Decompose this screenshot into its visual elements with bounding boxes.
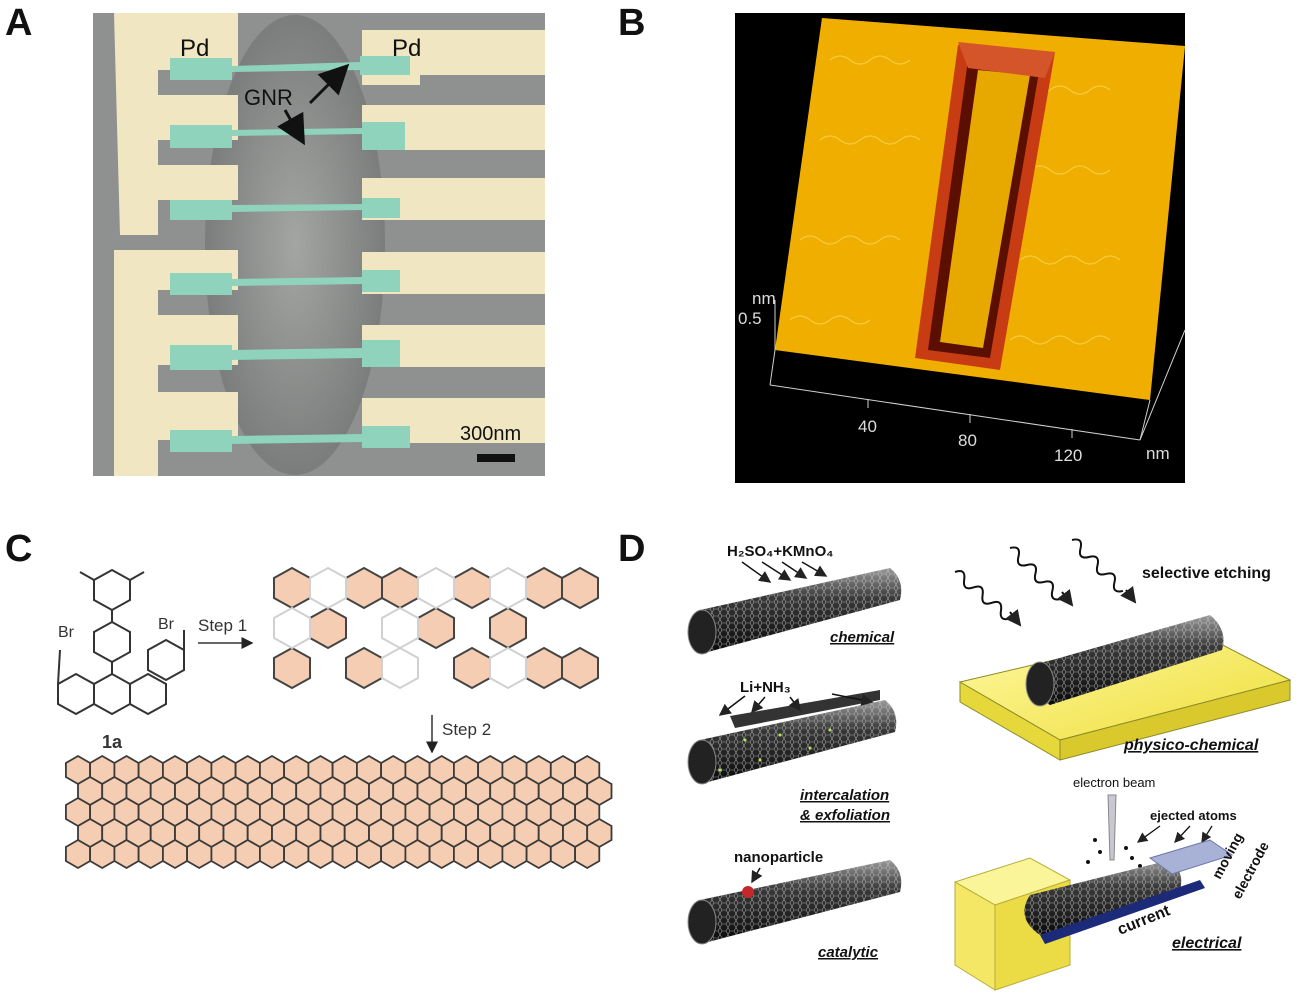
gnr-hexagon: [355, 838, 383, 870]
gnr-hexagon: [452, 838, 480, 870]
pd-label-right: Pd: [392, 35, 421, 62]
gnr-hexagon: [283, 838, 310, 870]
afm-x-tick-80: 80: [958, 431, 977, 450]
gnr-hexagon: [404, 838, 431, 870]
afm-x-tick-120: 120: [1054, 446, 1082, 465]
nanoparticle-arrow: [751, 867, 763, 884]
compound-label: 1a: [102, 732, 123, 752]
reagent-intercalation: Li+NH₃: [740, 679, 791, 696]
gnr-arrow-up: [308, 63, 350, 105]
cnt-intercalation: [687, 690, 897, 785]
gnr-hexagon: [380, 838, 407, 870]
panel-d-unzipping: H₂SO₄+KMnO₄ chemical Li+NH₃ intercal: [687, 538, 1292, 991]
graphene-nanoribbon: [65, 754, 613, 870]
gnr-hexagon: [501, 838, 528, 870]
gnr-hexagon: [525, 838, 552, 870]
gnr-hexagon: [161, 838, 189, 870]
afm-z-tick: 0.5: [738, 309, 762, 328]
gnr-label: GNR: [244, 85, 293, 110]
ejected-atoms-label: ejected atoms: [1150, 808, 1237, 823]
gnr-strips: [170, 56, 410, 452]
panel-a-sem-image: Pd Pd GNR 300nm: [93, 13, 545, 476]
panel-letter-b: B: [618, 2, 646, 44]
method-physico-chemical: physico-chemical: [1123, 737, 1259, 754]
br-label-left: Br: [58, 624, 75, 641]
step2-label: Step 2: [442, 720, 491, 739]
cnt-electrical: [1024, 839, 1234, 944]
method-exfoliation: & exfoliation: [800, 807, 890, 824]
selective-etching-label: selective etching: [1142, 565, 1271, 582]
etching-light-waves: [954, 538, 1124, 621]
electron-beam: [1107, 794, 1117, 861]
scale-bar: [477, 454, 515, 462]
gnr-hexagon: [307, 838, 334, 870]
method-electrical: electrical: [1172, 935, 1242, 952]
afm-x-unit: nm: [1146, 444, 1170, 463]
br-label-right: Br: [158, 616, 175, 633]
etching-substrate: [958, 627, 1292, 761]
gnr-hexagon: [113, 838, 140, 870]
panel-letter-a: A: [5, 2, 33, 44]
panel-b-afm-image: nm 0.5 40 80 120 nm: [735, 13, 1186, 483]
afm-x-tick-40: 40: [858, 417, 877, 436]
gnr-arrow-down: [277, 109, 305, 146]
nanoparticle-dot: [742, 886, 754, 898]
panel-letter-d: D: [618, 528, 646, 570]
gnr-hexagon: [186, 838, 213, 870]
gnr-hexagon: [331, 838, 358, 870]
gnr-hexagon: [549, 838, 576, 870]
method-chemical: chemical: [830, 629, 895, 646]
gnr-hexagon: [65, 838, 91, 870]
gnr-hexagon: [574, 838, 601, 870]
panel-letter-c: C: [5, 528, 33, 570]
cnt-physico-chemical: [1025, 615, 1224, 707]
method-intercalation: intercalation: [800, 787, 889, 804]
afm-axes: [769, 300, 1186, 441]
gnr-hexagon: [428, 838, 455, 870]
reagent-arrows-chemical: [741, 561, 828, 583]
scale-bar-label: 300nm: [460, 423, 521, 445]
gnr-hexagon: [258, 838, 286, 870]
cnt-catalytic: [687, 860, 902, 945]
cnt-chemical: [687, 568, 902, 655]
gnr-hexagon: [477, 838, 504, 870]
pd-label-left: Pd: [180, 35, 209, 62]
step1-label: Step 1: [198, 616, 247, 635]
gnr-hexagon: [234, 838, 261, 870]
gnr-hexagon: [137, 838, 164, 870]
gnr-hexagon: [210, 838, 237, 870]
electrode-block: [953, 857, 1072, 991]
nanoparticle-label: nanoparticle: [734, 849, 823, 866]
electron-beam-label: electron beam: [1073, 775, 1155, 790]
ejected-atoms-dots: [1086, 838, 1142, 868]
afm-trench: [915, 42, 1055, 370]
method-catalytic: catalytic: [818, 944, 879, 961]
polymer-chain: [273, 566, 599, 690]
gnr-hexagon: [89, 838, 116, 870]
precursor-molecule-1a: [57, 568, 185, 716]
reagent-chemical: H₂SO₄+KMnO₄: [727, 543, 833, 560]
afm-z-unit: nm: [752, 289, 776, 308]
moving-electrode-plate: [1148, 839, 1234, 875]
reagent-arrows-intercalation: [718, 693, 874, 716]
panel-c-synthesis: Br Br 1a Step 1: [57, 566, 613, 870]
